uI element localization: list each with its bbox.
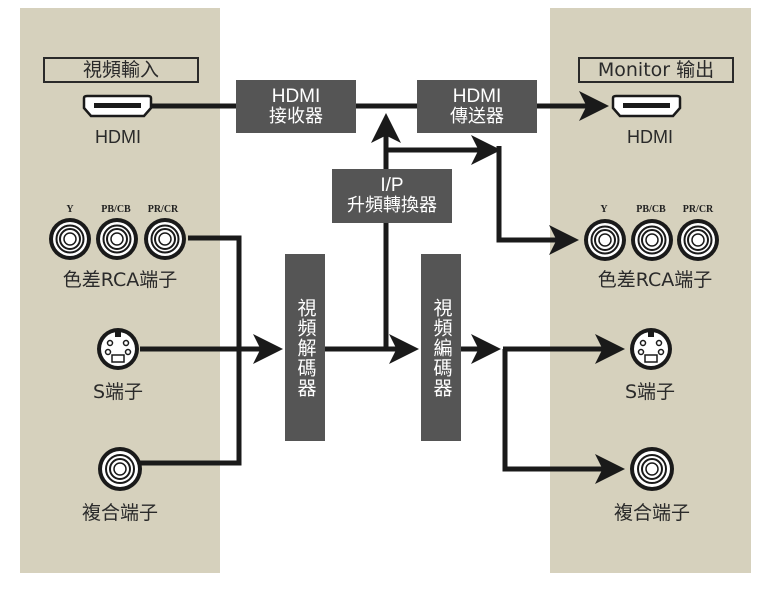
svideo-icon: [97, 328, 139, 370]
video-encoder-block: 視頻編碼器: [421, 254, 461, 441]
hdmi-icon: [82, 94, 153, 118]
component-rca-icon: [631, 219, 673, 261]
ip-converter-line2: 升頻轉換器: [347, 195, 437, 216]
hdmi-in-label: HDMI: [95, 127, 141, 147]
rca-channel-label: PR/CR: [147, 204, 179, 215]
svideo-out-label: S端子: [624, 381, 676, 403]
hdmi-icon: [611, 94, 682, 118]
input-panel-title: 視頻輸入: [43, 57, 199, 83]
composite-in-label: 複合端子: [81, 502, 158, 524]
hdmi-transmitter-line2: 傳送器: [450, 105, 504, 127]
wire-component-out-drop: [496, 146, 579, 255]
hdmi-receiver-block: HDMI 接收器: [236, 80, 356, 133]
svideo-icon: [630, 328, 672, 370]
component-rca-icon: [677, 219, 719, 261]
rca-channel-label: Y: [66, 204, 74, 215]
rca-channel-label: PB/CB: [101, 204, 131, 215]
component-rca-icon: [144, 218, 186, 260]
hdmi-out-label: HDMI: [627, 127, 673, 147]
component-out-label: 色差RCA端子: [597, 269, 713, 291]
video-decoder-block: 視頻解碼器: [285, 254, 325, 441]
composite-rca-icon: [630, 447, 674, 491]
component-rca-icon: [584, 219, 626, 261]
ip-converter-block: I/P 升頻轉換器: [332, 169, 452, 223]
hdmi-transmitter-block: HDMI 傳送器: [417, 80, 537, 133]
hdmi-transmitter-line1: HDMI: [452, 85, 502, 107]
hdmi-receiver-line1: HDMI: [271, 85, 321, 107]
rca-channel-label: PB/CB: [636, 204, 666, 215]
hdmi-receiver-line2: 接收器: [269, 105, 323, 127]
component-rca-icon: [96, 218, 138, 260]
rca-channel-label: Y: [600, 204, 608, 215]
output-panel-title: Monitor 输出: [578, 57, 734, 83]
component-rca-icon: [49, 218, 91, 260]
rca-channel-label: PR/CR: [682, 204, 714, 215]
composite-out-label: 複合端子: [613, 502, 690, 524]
component-in-label: 色差RCA端子: [62, 269, 178, 291]
ip-converter-line1: I/P: [380, 175, 404, 196]
composite-rca-icon: [98, 447, 142, 491]
wire-to-composite-out: [502, 349, 625, 484]
svideo-in-label: S端子: [92, 381, 144, 403]
